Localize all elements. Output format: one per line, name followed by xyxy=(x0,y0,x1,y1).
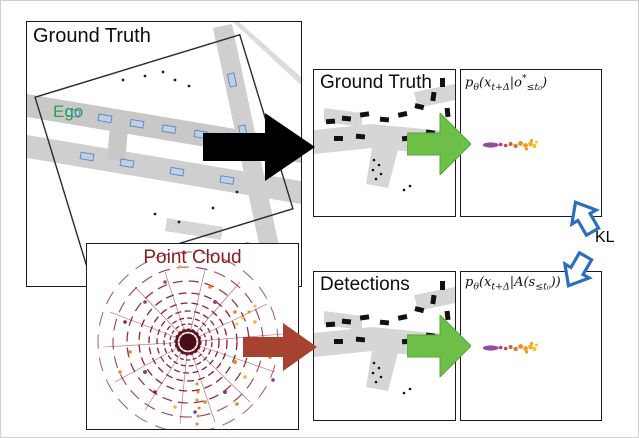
formula-part: θ xyxy=(473,281,479,293)
ground-truth-map-title: Ground Truth xyxy=(33,25,151,47)
ego-lidar-ring xyxy=(175,329,201,355)
formula-part: |o xyxy=(509,75,522,91)
kl-arrows xyxy=(562,200,601,288)
kl-arrow-up xyxy=(569,200,601,238)
formula-part: (x xyxy=(478,75,492,91)
formula-part: θ xyxy=(473,81,479,93)
formula-part: |A(s xyxy=(509,275,536,290)
green-arrow-bottom xyxy=(407,315,471,377)
red-arrow xyxy=(243,323,317,371)
formula-part: t+Δ xyxy=(491,81,510,93)
formula-part: p xyxy=(465,275,474,290)
map-dots xyxy=(121,70,239,224)
kl-divergence-label: KL xyxy=(595,229,615,246)
prediction-gt-panel: pθ(xt+Δ|o*≤t₀) xyxy=(460,69,602,217)
prediction-det-formula: pθ(xt+Δ|A(s≤t₀)) xyxy=(465,275,561,293)
ego-label: Ego xyxy=(53,102,84,121)
point-cloud-panel: Point Cloud xyxy=(86,243,299,430)
detections-raster-title: Detections xyxy=(320,274,410,295)
formula-part: p xyxy=(465,75,474,91)
formula-part: ≤t₀ xyxy=(535,281,551,293)
prediction-gt-formula: pθ(xt+Δ|o*≤t₀) xyxy=(465,73,547,93)
formula-part: * xyxy=(521,73,527,84)
formula-part: (x xyxy=(478,275,492,290)
kl-arrow-down xyxy=(562,250,594,288)
formula-part: t+Δ xyxy=(491,281,510,293)
black-arrow xyxy=(203,113,315,181)
green-arrow-top xyxy=(407,113,471,175)
ground-truth-raster-title: Ground Truth xyxy=(320,72,432,93)
formula-part: ≤t₀ xyxy=(526,81,542,93)
formula-part: ) xyxy=(541,75,548,91)
point-cloud-title: Point Cloud xyxy=(143,247,242,268)
ego-lidar-center xyxy=(179,333,197,351)
formula-part: )) xyxy=(550,275,561,290)
